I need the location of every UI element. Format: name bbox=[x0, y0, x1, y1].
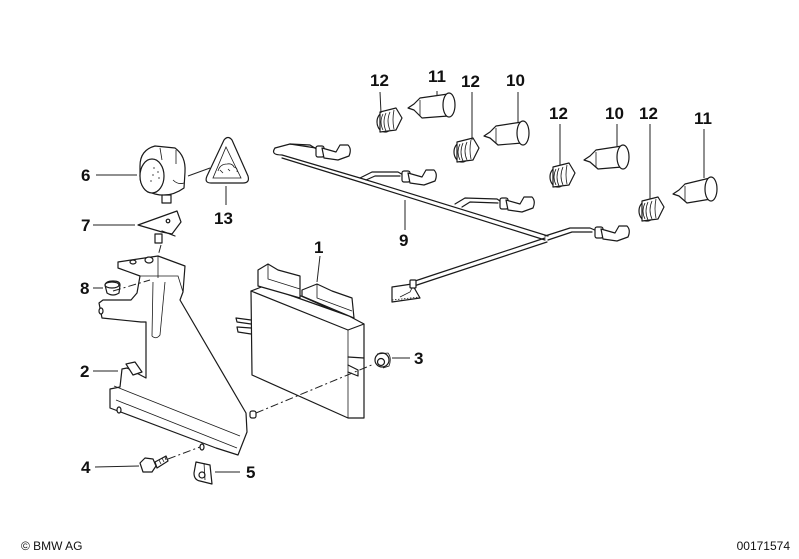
decoupling-ring[interactable] bbox=[638, 196, 665, 222]
decoupling-ring[interactable] bbox=[453, 137, 480, 163]
bracket[interactable] bbox=[98, 255, 257, 456]
harness-plug bbox=[391, 279, 421, 303]
callout-9: 9 bbox=[399, 231, 408, 250]
callout-12d: 12 bbox=[639, 104, 658, 123]
wiring-harness[interactable] bbox=[272, 143, 630, 303]
copyright-notice: © BMW AG bbox=[21, 539, 83, 553]
callout-10a: 10 bbox=[506, 71, 525, 90]
sensor[interactable] bbox=[483, 120, 530, 146]
leader-lines bbox=[93, 91, 705, 473]
decoupling-ring[interactable] bbox=[549, 162, 576, 188]
sensor[interactable] bbox=[672, 176, 718, 204]
callout-3: 3 bbox=[414, 349, 423, 368]
callout-11b: 11 bbox=[694, 109, 712, 128]
callout-1: 1 bbox=[314, 238, 323, 257]
harness-connector bbox=[594, 225, 630, 242]
harness-connector bbox=[499, 196, 535, 213]
callout-2: 2 bbox=[80, 362, 89, 381]
sensor[interactable] bbox=[407, 92, 456, 119]
clip-nut[interactable] bbox=[193, 461, 213, 485]
document-number: 00171574 bbox=[736, 539, 790, 553]
hex-bolt[interactable] bbox=[139, 455, 169, 473]
callouts: 1 2 3 4 5 6 7 8 9 10 10 11 11 12 12 12 1… bbox=[80, 67, 712, 482]
callout-12a: 12 bbox=[370, 71, 389, 90]
control-unit[interactable] bbox=[235, 263, 365, 419]
grommet[interactable] bbox=[374, 352, 391, 369]
harness-connector bbox=[315, 144, 351, 161]
signal-sounder[interactable] bbox=[139, 145, 186, 204]
assembly-line bbox=[167, 446, 201, 460]
decoupling-ring[interactable] bbox=[376, 107, 403, 133]
callout-5: 5 bbox=[246, 463, 255, 482]
assembly-line bbox=[157, 244, 162, 257]
assembly-line bbox=[255, 363, 375, 414]
callout-6: 6 bbox=[81, 166, 90, 185]
callout-11a: 11 bbox=[428, 67, 446, 86]
callout-7: 7 bbox=[81, 216, 90, 235]
callout-8: 8 bbox=[80, 279, 89, 298]
callout-13: 13 bbox=[214, 209, 233, 228]
warning-label[interactable] bbox=[205, 136, 250, 184]
sensor[interactable] bbox=[583, 144, 630, 170]
callout-12b: 12 bbox=[461, 72, 480, 91]
rubber-buffer[interactable] bbox=[104, 280, 121, 296]
harness-connector bbox=[401, 169, 437, 186]
callout-10b: 10 bbox=[605, 104, 624, 123]
callout-12c: 12 bbox=[549, 104, 568, 123]
sounder-holder[interactable] bbox=[137, 210, 182, 244]
assembly-line bbox=[112, 279, 151, 292]
callout-4: 4 bbox=[81, 458, 91, 477]
